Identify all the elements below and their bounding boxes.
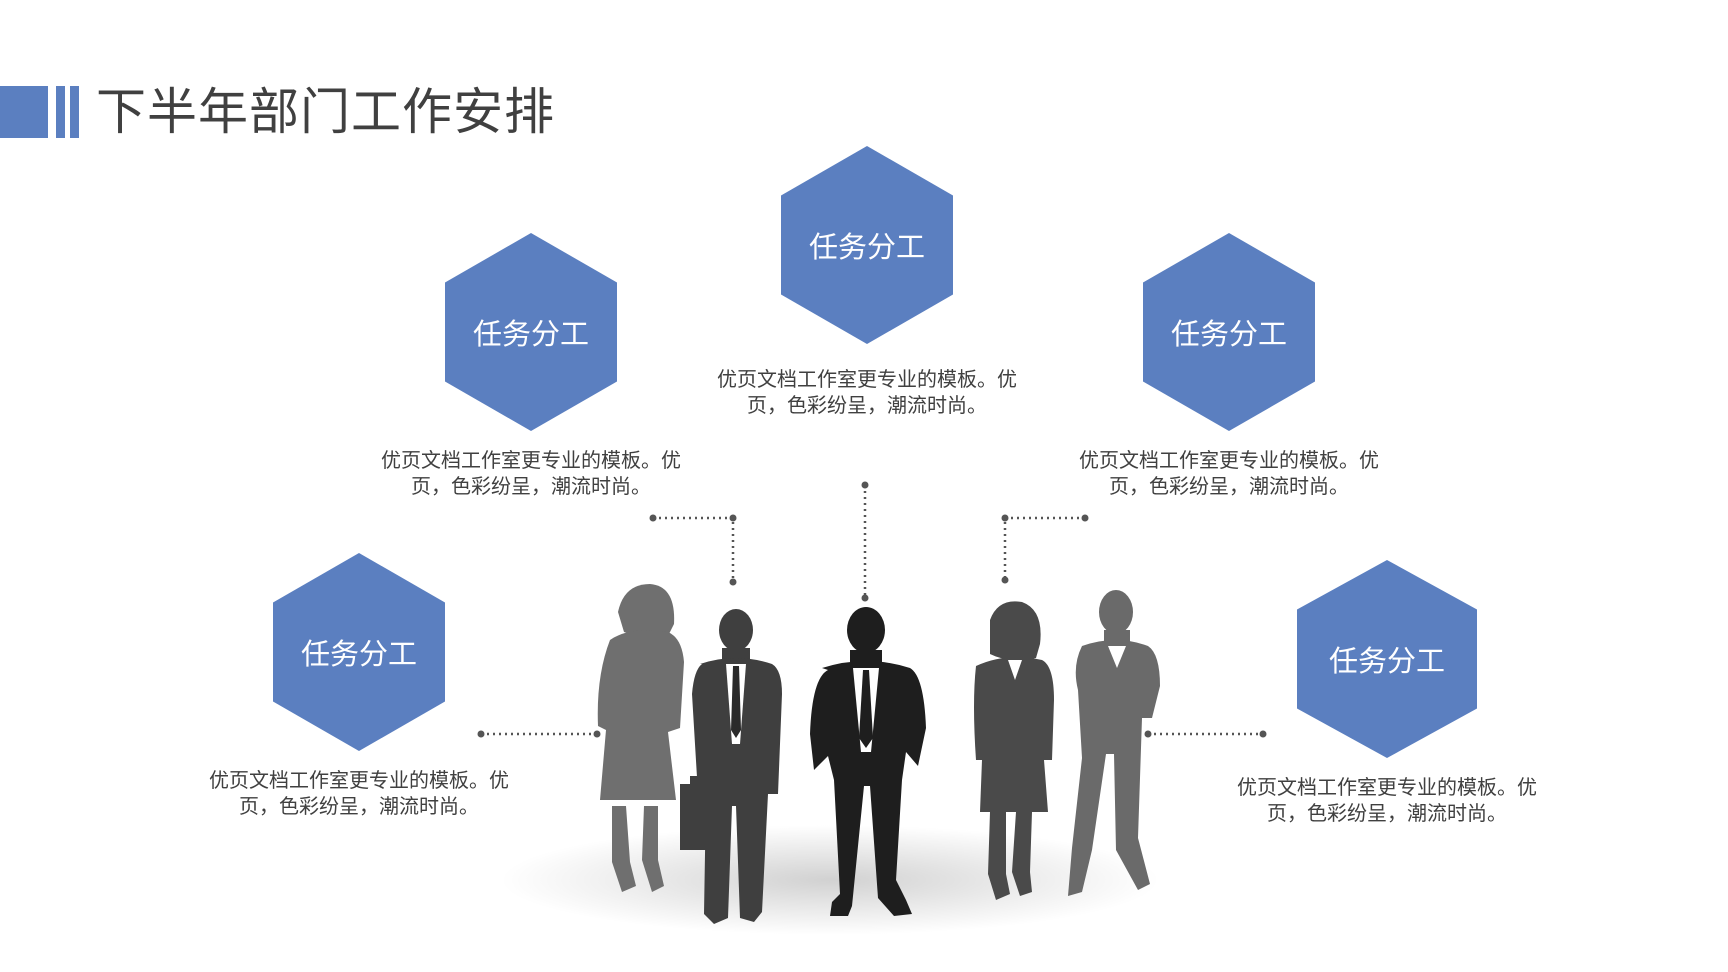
woman-silhouette-right bbox=[974, 601, 1054, 900]
card-description: 优页文档工作室更专业的模板。优 页，色彩纷呈，潮流时尚。 bbox=[361, 447, 701, 499]
woman-blouse bbox=[1008, 660, 1022, 680]
description-line: 页，色彩纷呈，潮流时尚。 bbox=[747, 393, 987, 417]
hexagon-card-top-center: 任务分工 bbox=[781, 146, 953, 344]
description-line: 页，色彩纷呈，潮流时尚。 bbox=[239, 794, 479, 818]
hexagon-label: 任务分工 bbox=[1328, 644, 1445, 678]
man-silhouette-briefcase bbox=[680, 609, 782, 924]
card-description: 优页文档工作室更专业的模板。优 页，色彩纷呈，潮流时尚。 bbox=[1059, 447, 1399, 499]
connector-upper-left bbox=[653, 516, 735, 582]
man-silhouette-center bbox=[810, 607, 926, 916]
ground-shadow bbox=[500, 825, 1160, 935]
woman-silhouette-left bbox=[597, 584, 684, 892]
man-tie bbox=[731, 666, 741, 738]
title-accent-stripe bbox=[70, 86, 79, 138]
description-line: 优页文档工作室更专业的模板。优 bbox=[1079, 448, 1379, 472]
hexagon-card-lower-right: 任务分工 bbox=[1297, 560, 1477, 758]
connector-upper-right bbox=[1003, 516, 1085, 580]
man-silhouette-arms-crossed bbox=[1068, 590, 1160, 896]
description-line: 页，色彩纷呈，潮流时尚。 bbox=[1109, 474, 1349, 498]
hexagon-label: 任务分工 bbox=[300, 637, 417, 671]
card-description: 优页文档工作室更专业的模板。优 页，色彩纷呈，潮流时尚。 bbox=[189, 767, 529, 819]
description-line: 优页文档工作室更专业的模板。优 bbox=[381, 448, 681, 472]
page-title: 下半年部门工作安排 bbox=[96, 83, 555, 141]
hexagon-label: 任务分工 bbox=[1170, 317, 1287, 351]
card-description: 优页文档工作室更专业的模板。优 页，色彩纷呈，潮流时尚。 bbox=[1217, 774, 1557, 826]
description-line: 页，色彩纷呈，潮流时尚。 bbox=[411, 474, 651, 498]
description-line: 优页文档工作室更专业的模板。优 bbox=[717, 367, 1017, 391]
description-line: 页，色彩纷呈，潮流时尚。 bbox=[1267, 801, 1507, 825]
hexagon-label: 任务分工 bbox=[472, 317, 589, 351]
connector-dots bbox=[477, 481, 1267, 738]
card-description: 优页文档工作室更专业的模板。优 页，色彩纷呈，潮流时尚。 bbox=[697, 366, 1037, 418]
center-man-tie bbox=[859, 670, 873, 748]
arms-crossed-shirt bbox=[1108, 646, 1126, 668]
title-accent-stripe bbox=[56, 86, 65, 138]
hexagon-label: 任务分工 bbox=[808, 230, 925, 264]
description-line: 优页文档工作室更专业的模板。优 bbox=[209, 768, 509, 792]
title-accent-block bbox=[0, 86, 48, 138]
description-line: 优页文档工作室更专业的模板。优 bbox=[1237, 775, 1537, 799]
